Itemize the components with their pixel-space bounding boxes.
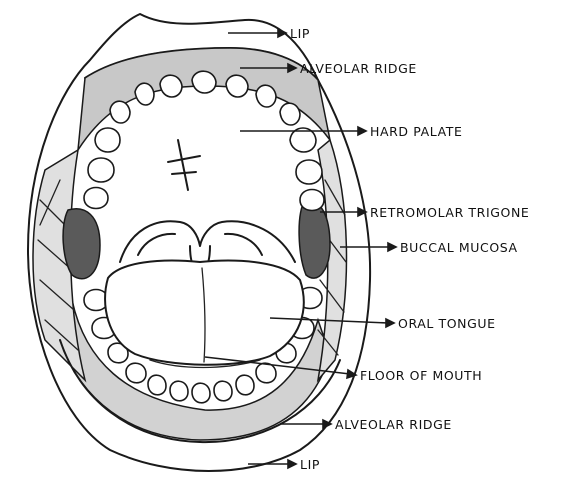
hard-palate-cross	[168, 140, 200, 190]
label-oral-tongue: ORAL TONGUE	[398, 316, 496, 331]
soft-palate-arch	[120, 221, 295, 262]
pillar-left	[138, 234, 175, 255]
label-lip-top: LIP	[290, 26, 310, 41]
label-retromolar-trigone: RETROMOLAR TRIGONE	[370, 205, 529, 220]
pillar-right	[225, 234, 262, 255]
label-alveolar-ridge-bottom: ALVEOLAR RIDGE	[335, 417, 452, 432]
label-hard-palate: HARD PALATE	[370, 124, 463, 139]
label-alveolar-ridge-top: ALVEOLAR RIDGE	[300, 61, 417, 76]
label-lip-bottom: LIP	[300, 457, 320, 472]
label-buccal-mucosa: BUCCAL MUCOSA	[400, 240, 518, 255]
label-floor-of-mouth: FLOOR OF MOUTH	[360, 368, 482, 383]
left-retromolar-patch	[63, 209, 100, 279]
